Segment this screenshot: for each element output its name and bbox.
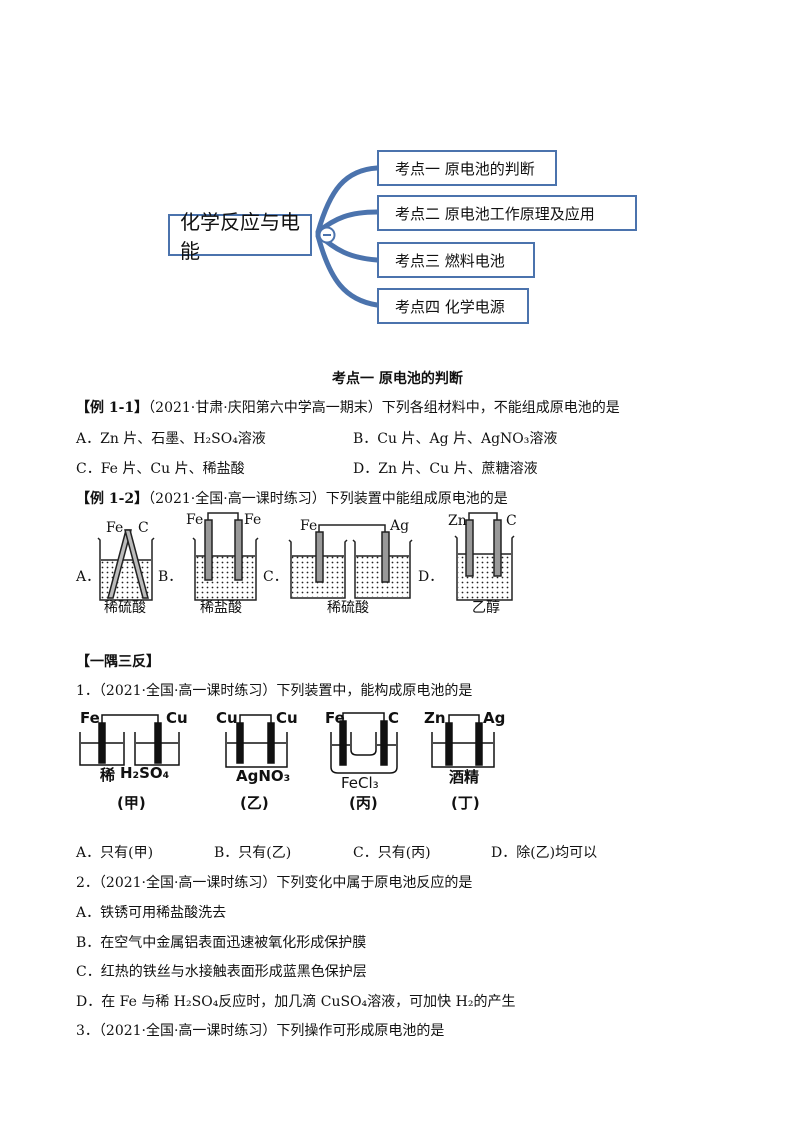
option-a: A．只有(甲) <box>76 845 154 861</box>
solution-label: AgNO₃ <box>236 767 291 785</box>
option-b: B．在空气中金属铝表面迅速被氧化形成保护膜 <box>76 935 367 951</box>
section-title-2: 【一隅三反】 <box>76 654 160 670</box>
solution-label: 稀 <box>100 766 116 784</box>
option-a: A．Zn 片、石墨、H₂SO₄溶液 <box>76 431 266 447</box>
electrode-label: Zn <box>424 709 446 727</box>
electrode-label: Zn <box>448 513 467 529</box>
apparatus-d <box>454 512 515 601</box>
example-question: 下列装置中能组成原电池的是 <box>325 491 508 507</box>
electrode-label: C <box>506 513 517 529</box>
option-a: A．铁锈可用稀盐酸洗去 <box>76 905 227 921</box>
section-title-1: 考点一 原电池的判断 <box>332 371 463 387</box>
electrode-label: Fe <box>106 520 124 536</box>
electrode-label: Fe <box>80 709 100 727</box>
solution-label: 稀硫酸 <box>104 600 146 616</box>
option-b: B．Cu 片、Ag 片、AgNO₃溶液 <box>353 431 558 447</box>
example-tag: 【例 1-2】 <box>76 491 149 507</box>
option-c: C．只有(丙) <box>353 845 431 861</box>
option-d: D．Zn 片、Cu 片、蔗糖溶液 <box>353 461 538 477</box>
electrode-label: C <box>138 520 149 536</box>
electrode-label: Ag <box>390 518 410 534</box>
solution-label: 酒精 <box>449 768 480 786</box>
example-source: （2021·甘肃·庆阳第六中学高一期末） <box>148 400 382 416</box>
mindmap-branch-4: 考点四 化学电源 <box>377 288 529 324</box>
option-c: C．Fe 片、Cu 片、稀盐酸 <box>76 461 245 477</box>
option-c: C．红热的铁丝与水接触表面形成蓝黑色保护层 <box>76 964 367 980</box>
question-1: 1．（2021·全国·高一课时练习）下列装置中，能构成原电池的是 <box>76 683 473 699</box>
mindmap-root: 化学反应与电能 <box>168 210 312 263</box>
option-letter: D． <box>418 569 444 585</box>
option-b: B．只有(乙) <box>214 845 292 861</box>
apparatus-b <box>192 512 259 601</box>
electrode-label: Fe <box>325 709 345 727</box>
example-1-2: 【例 1-2】（2021·全国·高一课时练习）下列装置中能组成原电池的是 <box>76 488 508 508</box>
example-tag: 【例 1-1】 <box>76 400 149 416</box>
solution-label: 稀硫酸 <box>327 600 369 616</box>
figure-label: (丙) <box>349 794 378 812</box>
apparatus-c <box>288 524 413 599</box>
apparatus-a <box>97 529 155 601</box>
solution-label: 稀盐酸 <box>200 600 242 616</box>
option-letter: A． <box>76 569 101 585</box>
electrode-label: Cu <box>276 709 298 727</box>
figure-label: (乙) <box>240 794 269 812</box>
example-source: （2021·全国·高一课时练习） <box>148 491 326 507</box>
solution-label: 乙醇 <box>472 600 500 616</box>
example-1-1: 【例 1-1】（2021·甘肃·庆阳第六中学高一期末）下列各组材料中，不能组成原… <box>76 397 620 417</box>
figure-apparatus-row-1 <box>97 512 515 601</box>
figure-label: (丁) <box>451 794 480 812</box>
option-d: D．除(乙)均可以 <box>491 845 598 861</box>
mindmap-branch-1: 考点一 原电池的判断 <box>377 150 557 186</box>
electrode-label: Fe <box>244 512 262 528</box>
option-letter: B． <box>158 569 183 585</box>
mindmap-branch-2: 考点二 原电池工作原理及应用 <box>377 195 637 231</box>
mindmap-branch-3: 考点三 燃料电池 <box>377 242 535 278</box>
figure-label: (甲) <box>117 794 146 812</box>
option-d: D．在 Fe 与稀 H₂SO₄反应时，加几滴 CuSO₄溶液，可加快 H₂的产生 <box>76 994 516 1010</box>
option-letter: C． <box>263 569 288 585</box>
question-3: 3．（2021·全国·高一课时练习）下列操作可形成原电池的是 <box>76 1023 445 1039</box>
solution-label: FeCl₃ <box>341 774 379 792</box>
question-2: 2．（2021·全国·高一课时练习）下列变化中属于原电池反应的是 <box>76 875 473 891</box>
example-question: 下列各组材料中，不能组成原电池的是 <box>381 400 620 416</box>
electrode-label: Fe <box>300 518 318 534</box>
electrode-label: Fe <box>186 512 204 528</box>
solution-label: H₂SO₄ <box>120 764 170 782</box>
electrode-label: Cu <box>216 709 238 727</box>
minus-circle-icon[interactable] <box>318 226 336 244</box>
electrode-label: Ag <box>483 709 506 727</box>
electrode-label: Cu <box>166 709 188 727</box>
figure-apparatus-row-2 <box>79 712 495 774</box>
electrode-label: C <box>388 709 400 727</box>
